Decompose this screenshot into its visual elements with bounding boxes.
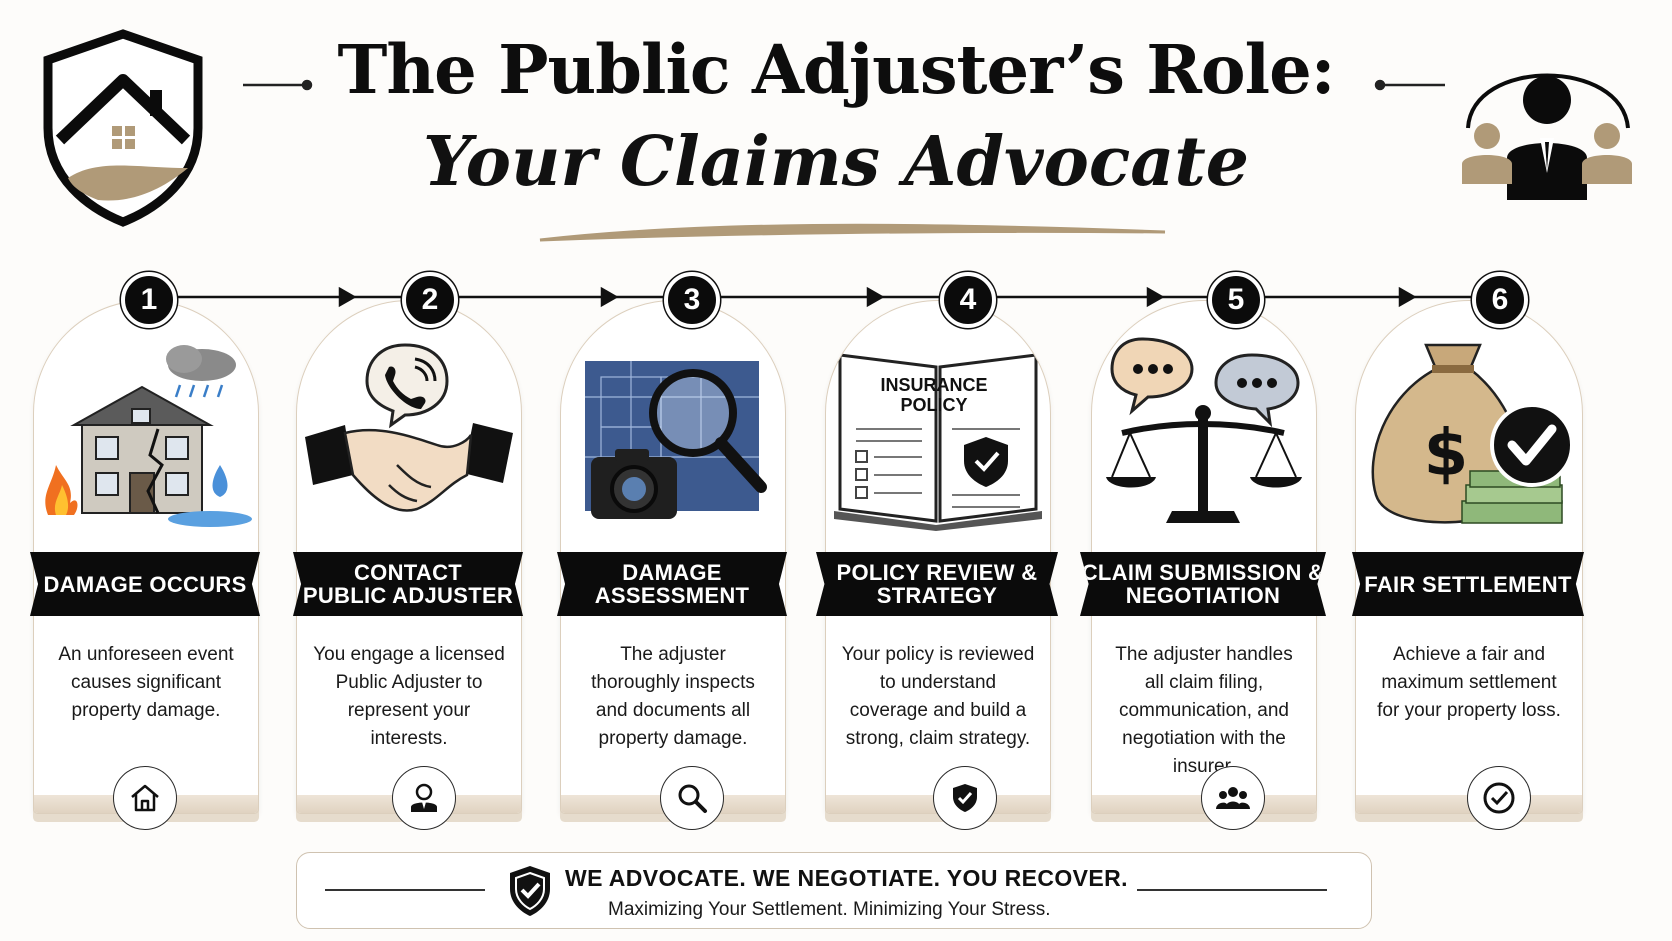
- step-number-badge-2: 2: [402, 272, 458, 328]
- tagline-text: WE ADVOCATE. WE NEGOTIATE. YOU RECOVER.: [565, 865, 1128, 891]
- step-title-3: DAMAGE ASSESSMENT: [594, 560, 750, 608]
- step-number-badge-5: 5: [1208, 272, 1264, 328]
- damaged-house-illustration: [45, 345, 252, 527]
- group-icon: [1201, 766, 1265, 830]
- shield-check-icon: [933, 766, 997, 830]
- step-description-2: You engage a licensed Public Adjuster to…: [313, 644, 505, 749]
- step-title-banner-1: DAMAGE OCCURS: [30, 552, 260, 616]
- step-title-banner-3: DAMAGE ASSESSMENT: [557, 552, 787, 616]
- step-title-banner-5: CLAIM SUBMISSION & NEGOTIATION: [1080, 552, 1326, 616]
- advocate-people-icon: [1462, 73, 1632, 200]
- tagline-box: WE ADVOCATE. WE NEGOTIATE. YOU RECOVER. …: [296, 852, 1372, 929]
- step-title-banner-4: POLICY REVIEW & STRATEGY: [816, 552, 1058, 616]
- step-connector-arrows: [150, 286, 1502, 308]
- step-title-1: DAMAGE OCCURS: [43, 571, 247, 597]
- check-circle-icon: [1467, 766, 1531, 830]
- step-description-5: The adjuster handles all claim filing, c…: [1115, 644, 1293, 777]
- handshake-phone-illustration: [305, 343, 513, 512]
- money-bag-check-illustration: $: [1371, 343, 1574, 524]
- step-description-3: The adjuster thoroughly inspects and doc…: [591, 644, 755, 749]
- step-title-banner-2: CONTACT PUBLIC ADJUSTER: [293, 552, 523, 616]
- step-title-5: CLAIM SUBMISSION & NEGOTIATION: [1081, 560, 1325, 608]
- page-title: The Public Adjuster’s Role:: [337, 30, 1336, 109]
- home-icon: [113, 766, 177, 830]
- title-swoosh: [539, 223, 1166, 242]
- page-subtitle: Your Claims Advocate: [423, 122, 1249, 202]
- step-number-badge-6: 6: [1472, 272, 1528, 328]
- step-title-2: CONTACT PUBLIC ADJUSTER: [302, 560, 514, 608]
- step-title-banner-6: FAIR SETTLEMENT: [1352, 552, 1584, 616]
- search-icon: [660, 766, 724, 830]
- insurance-policy-book-illustration: INSURANCE POLICY: [834, 353, 1042, 531]
- blueprint-camera-magnifier-illustration: [585, 361, 767, 519]
- person-icon: [392, 766, 456, 830]
- tagline-rule-left: [325, 889, 485, 891]
- step-title-6: FAIR SETTLEMENT: [1364, 571, 1572, 597]
- step-description-1: An unforeseen event causes significant p…: [58, 644, 234, 721]
- scales-speech-bubbles-illustration: [1106, 337, 1302, 523]
- step-description-6: Achieve a fair and maximum settlement fo…: [1377, 644, 1561, 721]
- step-number-badge-4: 4: [940, 272, 996, 328]
- policy-book-label-line1: INSURANCE: [880, 375, 987, 395]
- subtagline-text: Maximizing Your Settlement. Minimizing Y…: [608, 899, 1051, 920]
- shield-check-icon: [510, 866, 550, 916]
- step-number-badge-1: 1: [121, 272, 177, 328]
- policy-book-label-line2: POLICY: [900, 395, 967, 415]
- tagline-rule-right: [1137, 889, 1327, 891]
- title-rules: [243, 79, 1445, 91]
- step-title-4: POLICY REVIEW & STRATEGY: [836, 560, 1038, 608]
- dollar-sign-icon: $: [1424, 417, 1469, 491]
- house-shield-logo-icon: [43, 29, 203, 227]
- step-description-4: Your policy is reviewed to understand co…: [841, 644, 1035, 749]
- step-number-badge-3: 3: [664, 272, 720, 328]
